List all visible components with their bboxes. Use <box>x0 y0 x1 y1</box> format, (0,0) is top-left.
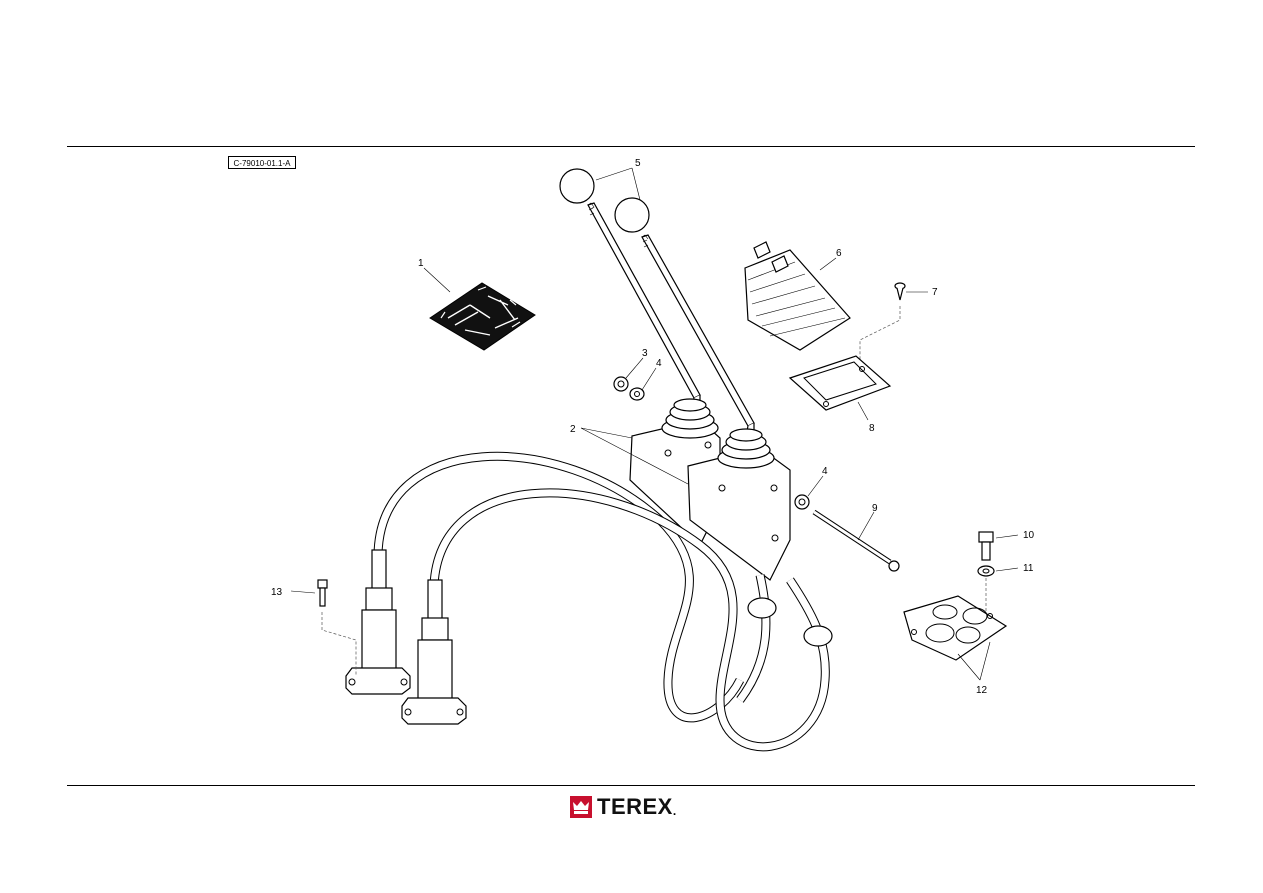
part-8-plate <box>788 355 892 411</box>
callout-2: 2 <box>570 424 576 435</box>
part-1-decal <box>429 282 536 351</box>
part-10-bolt <box>978 531 994 561</box>
callout-3: 3 <box>642 348 648 359</box>
part-3-nut <box>613 376 629 392</box>
hydraulic-hoses <box>373 451 833 752</box>
part-4-washer-upper <box>629 387 645 401</box>
part-13-screw <box>317 579 357 676</box>
part-6-boot <box>744 241 851 351</box>
part-5-knobs <box>559 168 650 233</box>
callout-6: 6 <box>836 248 842 259</box>
callout-10: 10 <box>1023 530 1035 541</box>
part-9-rod <box>812 509 900 572</box>
callout-1: 1 <box>418 258 424 269</box>
callout-7: 7 <box>932 287 938 298</box>
bottom-rule <box>67 785 1195 786</box>
part-12-plate <box>903 595 1008 661</box>
hose-fittings <box>345 549 467 725</box>
top-rule <box>67 146 1195 147</box>
part-11-washer <box>977 565 995 612</box>
drawing-reference-code: C-79010-01.1-A <box>228 156 296 169</box>
callout-11: 11 <box>1023 563 1034 574</box>
part-2-joystick-bodies <box>629 398 791 581</box>
callout-labels: 1 2 3 4 4 5 6 7 8 9 10 11 12 13 <box>271 158 1035 696</box>
callout-13: 13 <box>271 587 283 598</box>
brand-dot: . <box>672 804 677 818</box>
callout-4-lower: 4 <box>822 466 828 477</box>
part-4-washer-lower <box>794 494 810 510</box>
callout-8: 8 <box>869 423 875 434</box>
part-7-screw <box>859 282 906 360</box>
callout-9: 9 <box>872 503 878 514</box>
leader-lines <box>290 167 1019 681</box>
brand-wordmark: TEREX <box>597 794 673 819</box>
callout-4-upper: 4 <box>656 358 662 369</box>
terex-logo: TEREX . <box>570 794 677 819</box>
callout-12: 12 <box>976 685 988 696</box>
terex-crown-icon <box>570 796 592 818</box>
callout-5: 5 <box>635 158 641 169</box>
